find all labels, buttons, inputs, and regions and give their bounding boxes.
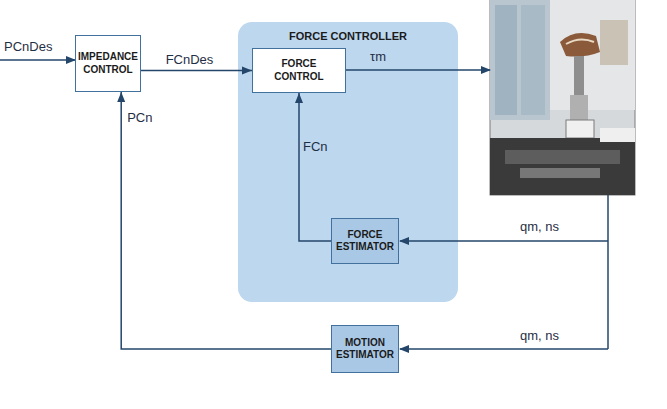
signal-name: PCn	[127, 111, 152, 126]
estimator-box: FORCE ESTIMATOR	[331, 218, 399, 264]
node-title: MOTION ESTIMATOR	[336, 337, 394, 362]
signal-name: qm, ns	[520, 329, 559, 344]
impedance-box: IMPEDANCE CONTROL	[75, 35, 141, 92]
node-title: FORCE ESTIMATOR	[336, 229, 394, 254]
signal-name: qm, ns	[520, 220, 559, 235]
signal-name: FCnDes	[166, 53, 214, 68]
controller-region: FORCE CONTROLLER FORCE CONTROL FORCE ESTIM…	[238, 22, 458, 302]
signal-name: FCn	[303, 140, 328, 155]
signal-connector	[141, 67, 252, 75]
node-title: FORCE CONTROL	[257, 58, 341, 83]
node-title: IMPEDANCE CONTROL	[78, 51, 138, 76]
feedback-arrow	[400, 240, 608, 242]
signal-connector	[117, 92, 331, 349]
test-bench-photo	[490, 0, 635, 195]
estimator-box: MOTION ESTIMATOR	[331, 325, 399, 373]
node-title: FORCE CONTROLLER	[238, 22, 458, 44]
signal-connector	[295, 93, 331, 241]
feedback-wire	[607, 195, 609, 349]
input-arrow	[0, 59, 75, 61]
torque-arrow	[346, 69, 490, 71]
process-box: FORCE CONTROL	[252, 48, 346, 93]
signal-name: τm	[370, 50, 386, 65]
feedback-arrow	[400, 348, 608, 350]
signal-name: PCnDes	[4, 40, 52, 55]
